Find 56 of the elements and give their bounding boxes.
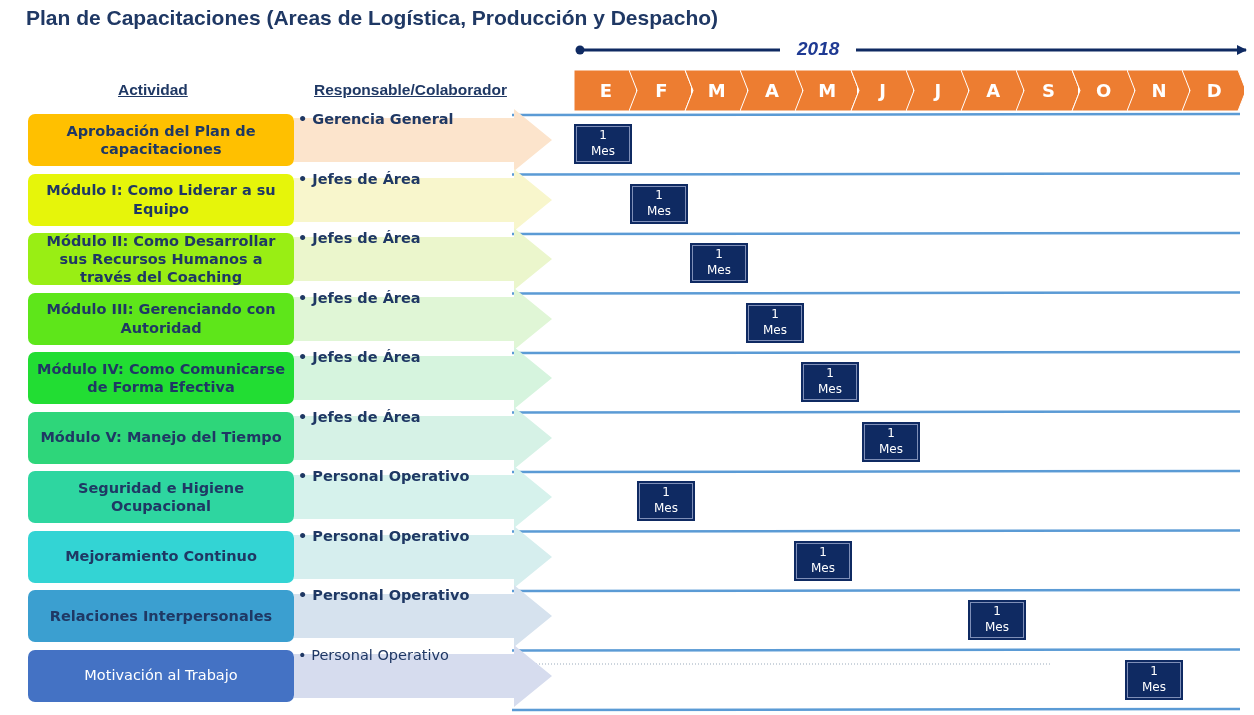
month-header-segment: M <box>795 70 858 111</box>
bullet-item: • Personal Operativo <box>298 587 470 603</box>
bullet-item: • Jefes de Área <box>298 408 421 425</box>
month-header-segment: A <box>739 70 802 111</box>
diagram-title: Plan de Capacitaciones (Areas de Logística, Producción y Despacho) <box>26 6 719 30</box>
activity-box: Módulo III: Gerenciando con Autoridad <box>28 292 294 345</box>
duration-bar: 1 Mes <box>746 302 804 343</box>
duration-bar: 1 Mes <box>794 540 852 581</box>
activity-box: Seguridad e Higiene Ocupacional <box>28 471 294 523</box>
month-header-segment: J <box>850 70 913 111</box>
month-header-segment: O <box>1071 70 1134 111</box>
activity-box: Módulo II: Como Desarrollar sus Recursos Humanos a través del Coaching <box>28 233 294 285</box>
arrow-band <box>294 406 552 469</box>
duration-bar: 1 Mes <box>630 183 688 224</box>
month-header-segment: A <box>961 70 1024 111</box>
bullet-item: • Jefes de Área <box>298 289 421 306</box>
column-header: Responsable/Colaborador <box>314 81 507 99</box>
month-header-segment: J <box>905 70 968 111</box>
duration-bar: 1 Mes <box>968 600 1026 640</box>
column-header: Actividad <box>118 81 188 99</box>
activity-box: Relaciones Interpersonales <box>28 590 294 642</box>
arrow-band <box>294 228 552 290</box>
arrow-band <box>294 525 552 588</box>
arrow-band <box>294 644 552 707</box>
duration-bar: 1 Mes <box>862 421 920 462</box>
year-label: 2018 <box>797 38 840 60</box>
month-header-segment: F <box>629 70 692 111</box>
month-header-segment: N <box>1127 70 1189 111</box>
arrow-band <box>294 466 552 528</box>
duration-bar: 1 Mes <box>801 362 859 402</box>
bullet-item: • Gerencia General <box>298 111 454 127</box>
bullet-item: • Personal Operativo <box>298 468 470 484</box>
bullet-item: • Jefes de Área <box>298 349 421 365</box>
bullet-item: • Jefes de Área <box>298 170 421 187</box>
activity-box: Módulo IV: Como Comunicarse de Forma Efectiva <box>28 352 294 404</box>
duration-bar: 1 Mes <box>690 243 748 283</box>
bullet-item: • Jefes de Área <box>298 230 421 246</box>
month-header-segment: M <box>684 70 747 111</box>
arrow-band <box>294 585 552 647</box>
arrow-band <box>294 109 552 171</box>
activity-box: Módulo I: Como Liderar a su Equipo <box>28 173 294 226</box>
activity-box: Motivación al Trabajo <box>28 649 294 702</box>
month-header-segment: S <box>1016 70 1079 111</box>
arrow-band <box>294 168 552 231</box>
duration-bar: 1 Mes <box>574 124 632 164</box>
month-header-segment: E <box>574 70 636 111</box>
duration-bar: 1 Mes <box>1125 659 1183 700</box>
arrow-band <box>294 287 552 350</box>
activity-box: Mejoramiento Continuo <box>28 530 294 583</box>
month-header-segment: D <box>1182 70 1245 111</box>
arrow-band <box>294 347 552 409</box>
bullet-item: • Personal Operativo <box>298 527 470 544</box>
activity-box: Aprobación del Plan de capacitaciones <box>28 114 294 166</box>
duration-bar: 1 Mes <box>637 481 695 521</box>
activity-box: Módulo V: Manejo del Tiempo <box>28 411 294 464</box>
bullet-item: • Personal Operativo <box>298 646 449 663</box>
